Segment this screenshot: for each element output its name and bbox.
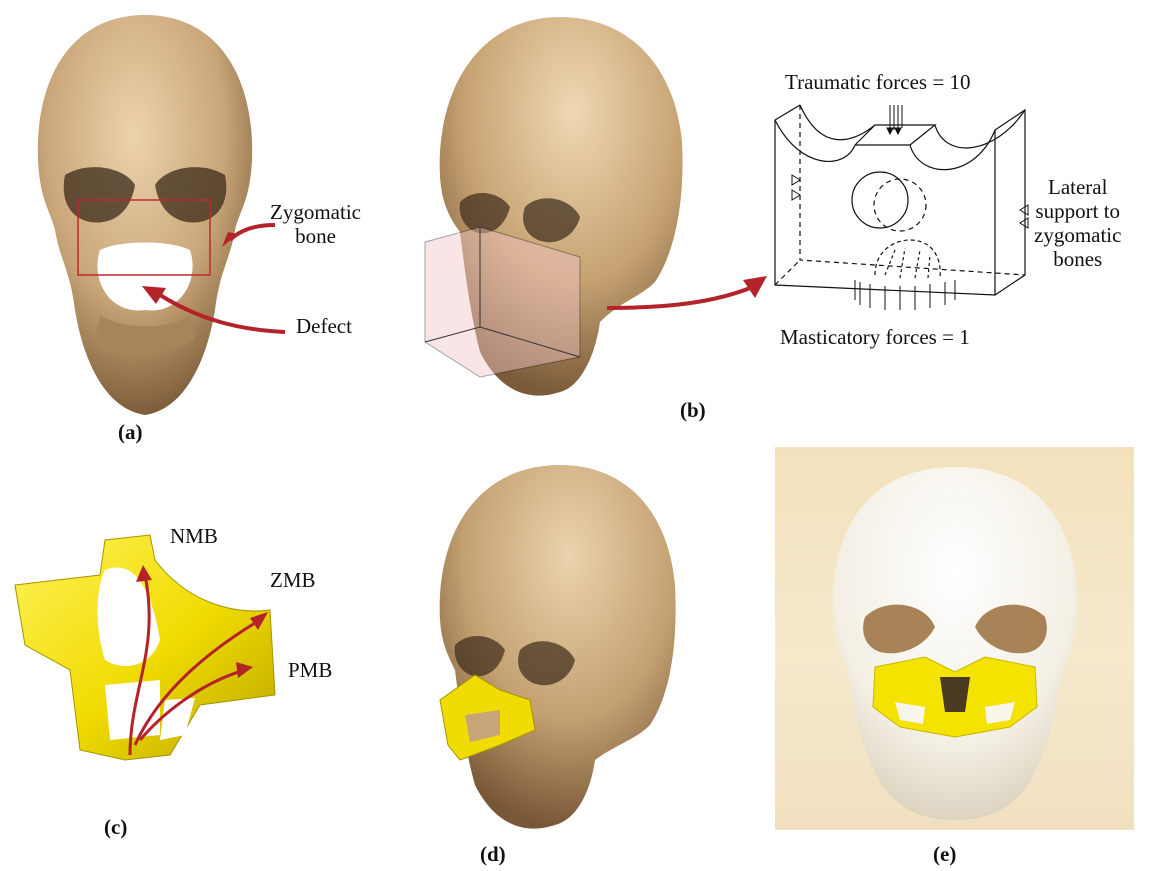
implant-render — [10, 520, 300, 770]
skull-oblique-render — [420, 12, 690, 407]
skull-frontal-render — [30, 10, 260, 420]
traumatic-forces-label: Traumatic forces = 10 — [785, 70, 970, 94]
caption-b: (b) — [680, 398, 706, 423]
defect-label: Defect — [296, 314, 352, 338]
caption-d: (d) — [480, 842, 506, 867]
skull-with-implant-render — [420, 460, 680, 840]
defect-arrow — [140, 280, 290, 340]
caption-c: (c) — [104, 815, 127, 840]
zygomatic-bone-label: Zygomatic bone — [270, 200, 361, 248]
pmb-label: PMB — [288, 658, 332, 682]
caption-a: (a) — [118, 420, 143, 445]
lateral-support-label: Lateral support to zygomatic bones — [1034, 175, 1121, 271]
nmb-label: NMB — [170, 524, 218, 548]
panel-b-connector-arrow — [605, 268, 770, 318]
printed-model-photo — [775, 447, 1134, 830]
zmb-label: ZMB — [270, 568, 316, 592]
force-schematic — [770, 100, 1030, 320]
printed-skull — [805, 462, 1105, 822]
masticatory-forces-label: Masticatory forces = 1 — [780, 325, 970, 349]
caption-e: (e) — [933, 842, 956, 867]
